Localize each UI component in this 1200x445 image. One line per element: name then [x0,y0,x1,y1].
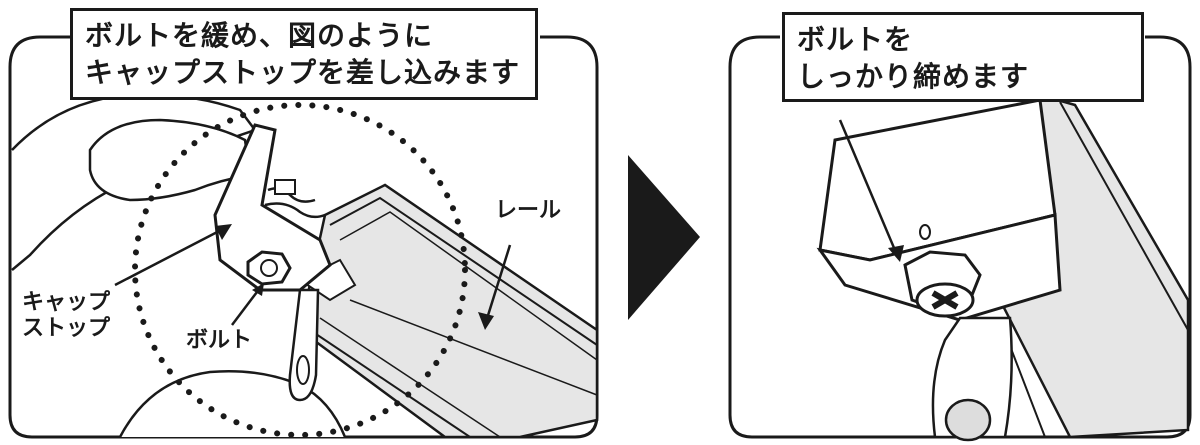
rail-label: レール [495,198,561,224]
cap-stop-part [213,123,332,402]
cap-stop-label: キャップ ストップ [22,290,110,342]
rail [298,183,599,439]
left-caption-line1: ボルトを緩め、図のように [85,19,434,52]
bolt-label-text: ボルト [186,328,253,353]
cap-stop-label-line1: キャップ [22,290,111,315]
left-panel [8,35,599,439]
rail-label-text: レール [495,198,562,223]
right-caption-box: ボルトを しっかり締めます [782,12,1144,102]
bolt-pointer-arrow [838,119,899,256]
focus-dotted-circle [132,102,468,438]
cap-stop-label-line2: ストップ [22,316,111,341]
left-caption-box: ボルトを緩め、図のように キャップストップを差し込みます [70,8,538,100]
cap-stop-closeup [816,98,1062,442]
right-caption-line1: ボルトを [797,23,914,56]
pointer-arrows [114,224,512,330]
play-triangle-icon [628,155,700,320]
hand-lower [118,369,347,438]
bolt-label: ボルト [186,328,252,354]
left-caption-line2: キャップストップを差し込みます [85,56,521,89]
right-caption-line2: しっかり締めます [797,60,1030,93]
right-panel [728,35,1192,442]
